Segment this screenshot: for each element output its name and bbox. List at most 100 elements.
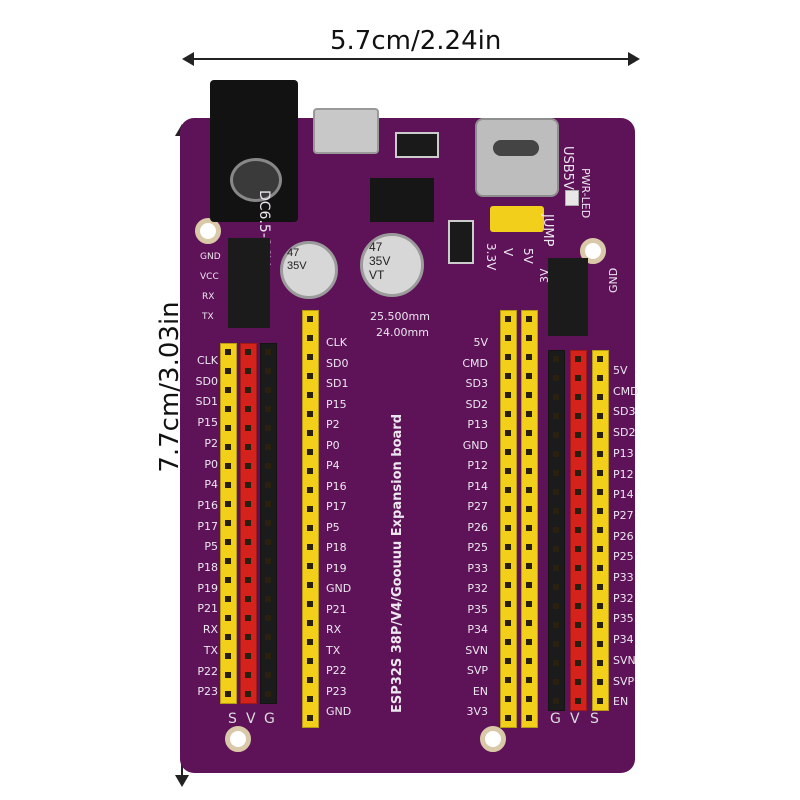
inner-left-pin-label: SD1 [326,377,349,390]
pin-socket [260,439,276,455]
pin-socket [302,349,318,365]
pin-socket [240,439,256,455]
usb-5v-label: USB5V [560,146,575,190]
pin-socket [260,496,276,512]
pin-socket [500,691,516,707]
left-gnd-header [260,343,277,704]
right-footer-g: G [550,711,561,727]
inner-left-pin-label: P0 [326,438,340,452]
pin-socket [521,330,537,346]
pin-socket [570,522,586,538]
pin-socket [500,501,516,517]
pin-socket [500,558,516,574]
left-pin-label: P15 [197,416,218,430]
pin-socket [220,591,236,607]
jump-option-3v3: 3.3V [484,243,498,271]
pin-socket [302,539,318,555]
right-pin-label: SD3 [613,405,636,419]
dc-barrel-jack [210,80,298,222]
pin-socket [500,425,516,441]
pin-socket [500,482,516,498]
pin-socket [220,439,236,455]
inner-right-pin-label: P27 [467,500,488,513]
inner-left-pin-label: CLK [326,336,348,349]
pin-socket [220,458,236,474]
pin-socket [521,368,537,384]
left-pin-label: RX [202,623,218,637]
pin-socket [592,617,608,633]
right-pin-label: P27 [613,508,634,522]
inner-right-pin-label: CMD [462,356,488,370]
width-label: 5.7cm/2.24in [330,26,502,56]
pin-socket [521,425,537,441]
width-dimension-line [190,58,525,60]
left-pin-label: P19 [197,581,218,595]
pin-socket [570,427,586,443]
inner-right-socket-a [500,310,517,728]
pin-socket [548,617,564,633]
pin-socket [521,444,537,460]
pin-socket [570,598,586,614]
pin-socket [521,501,537,517]
pin-socket [592,674,608,690]
pin-socket [521,387,537,403]
inner-right-pin-label: P35 [467,602,488,616]
left-pin-label: SD1 [195,395,218,409]
right-footer-v: V [570,711,580,727]
pin-socket [521,558,537,574]
pin-socket [548,503,564,519]
left-pin-label: P5 [204,540,218,554]
pin-socket [260,629,276,645]
left-pin-label: P18 [197,561,218,574]
inner-left-pin-label: RX [326,623,342,636]
capacitor-right: 47 35V VT [360,233,424,297]
pin-socket [220,553,236,569]
inner-right-pin-label: P32 [467,582,488,595]
pin-socket [260,591,276,607]
pin-socket [220,610,236,626]
pin-socket [220,629,236,645]
pin-socket [302,501,318,517]
height-arrow-bottom [175,775,189,787]
pin-socket [302,710,318,726]
right-pin-label: SD2 [613,426,636,440]
pin-socket [240,344,256,360]
pin-socket [548,674,564,690]
pin-socket [260,553,276,569]
right-pin-label: EN [613,695,629,709]
right-pin-label: P35 [613,612,634,626]
pin-socket [240,648,256,664]
right-pin-label: P25 [613,550,634,564]
pin-socket [570,408,586,424]
inner-left-pin-label: P19 [326,561,347,575]
width-arrow-left [182,52,194,66]
pin-socket [260,382,276,398]
pin-socket [548,351,564,367]
inner-right-pin-label: SD2 [465,397,488,411]
serial-label-tx: TX [202,312,214,322]
pin-socket [260,420,276,436]
pin-socket [570,389,586,405]
pin-socket [592,389,608,405]
pin-socket [592,598,608,614]
pin-socket [500,368,516,384]
left-pin-label: SD0 [195,374,218,388]
inner-right-pin-label: SVP [466,664,488,677]
pin-socket [302,558,318,574]
inner-right-pin-label: P34 [467,623,488,636]
pin-socket [570,465,586,481]
pin-socket [302,444,318,460]
pin-socket [302,577,318,593]
pin-socket [548,484,564,500]
pin-socket [240,667,256,683]
pin-socket [302,406,318,422]
pin-socket [592,636,608,652]
pin-socket [592,541,608,557]
pin-socket [500,634,516,650]
pwr-led [565,190,579,206]
pin-socket [521,710,537,726]
left-pin-label: CLK [196,354,218,367]
pin-socket [548,465,564,481]
pin-socket [592,522,608,538]
inner-left-pin-label: TX [326,643,341,657]
